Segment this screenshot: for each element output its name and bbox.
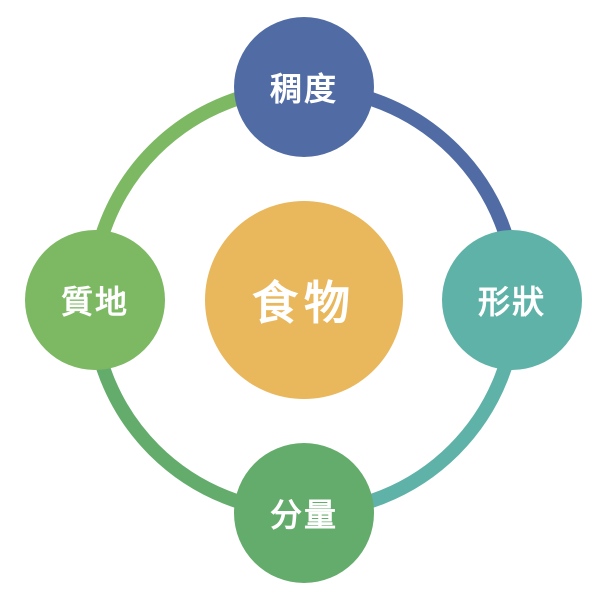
node-portion: 分量	[234, 443, 374, 583]
node-label-consistency: 稠度	[269, 70, 338, 108]
node-label-texture: 質地	[60, 283, 129, 321]
center-label: 食物	[252, 276, 356, 330]
node-label-shape: 形狀	[477, 283, 546, 321]
node-consistency: 稠度	[234, 17, 374, 157]
node-shape: 形狀	[442, 230, 582, 370]
node-label-portion: 分量	[269, 496, 338, 534]
center-node-food: 食物	[205, 201, 403, 399]
node-texture: 質地	[25, 230, 165, 370]
